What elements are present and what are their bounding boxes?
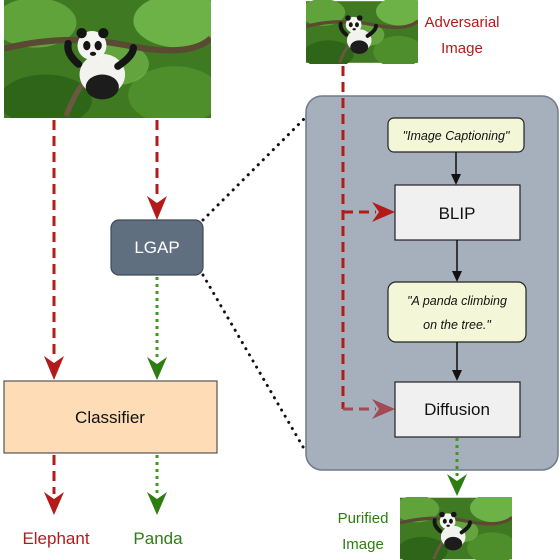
lgap-node	[110, 219, 204, 276]
blip-to-caption-arrow	[452, 240, 462, 282]
diffusion-node	[394, 381, 521, 438]
zoom-line-bottom	[201, 273, 308, 454]
purified-image-label-line1: Purified	[338, 510, 389, 527]
caption-text-line2: on the tree."	[423, 318, 491, 332]
adversarial-image-label-line2: Image	[441, 40, 483, 57]
clean-to-classifier-arrow	[44, 120, 64, 380]
adversarial-to-blip-arrow	[343, 202, 395, 222]
blip-label: BLIP	[439, 204, 476, 223]
diffusion-label: Diffusion	[424, 400, 490, 419]
clean-image	[4, 0, 211, 118]
purified-image-label-line2: Image	[342, 536, 384, 553]
prediction-panda: Panda	[133, 529, 183, 548]
blip-node	[394, 184, 521, 241]
purified-image	[394, 493, 520, 560]
adversarial-image	[300, 0, 426, 68]
lgap-label: LGAP	[134, 238, 179, 257]
classifier-node	[3, 380, 218, 454]
prompt-to-blip-arrow	[451, 152, 461, 185]
classifier-label: Classifier	[75, 408, 145, 427]
caption-text-line1: "A panda climbing	[407, 294, 507, 308]
clean-to-lgap-arrow	[147, 120, 167, 220]
zoom-line-top	[201, 115, 308, 222]
prediction-elephant: Elephant	[22, 529, 89, 548]
caption-to-diffusion-arrow	[452, 342, 462, 381]
classifier-to-panda-arrow	[147, 455, 167, 515]
diffusion-to-purified-arrow	[447, 438, 467, 496]
adversarial-image-label-line1: Adversarial	[424, 14, 499, 31]
task-prompt-text: "Image Captioning"	[403, 129, 510, 143]
caption-box	[387, 281, 527, 343]
lgap-to-classifier-arrow	[147, 277, 167, 380]
classifier-to-elephant-arrow	[44, 455, 64, 515]
adversarial-to-diffusion-arrow	[343, 399, 395, 419]
